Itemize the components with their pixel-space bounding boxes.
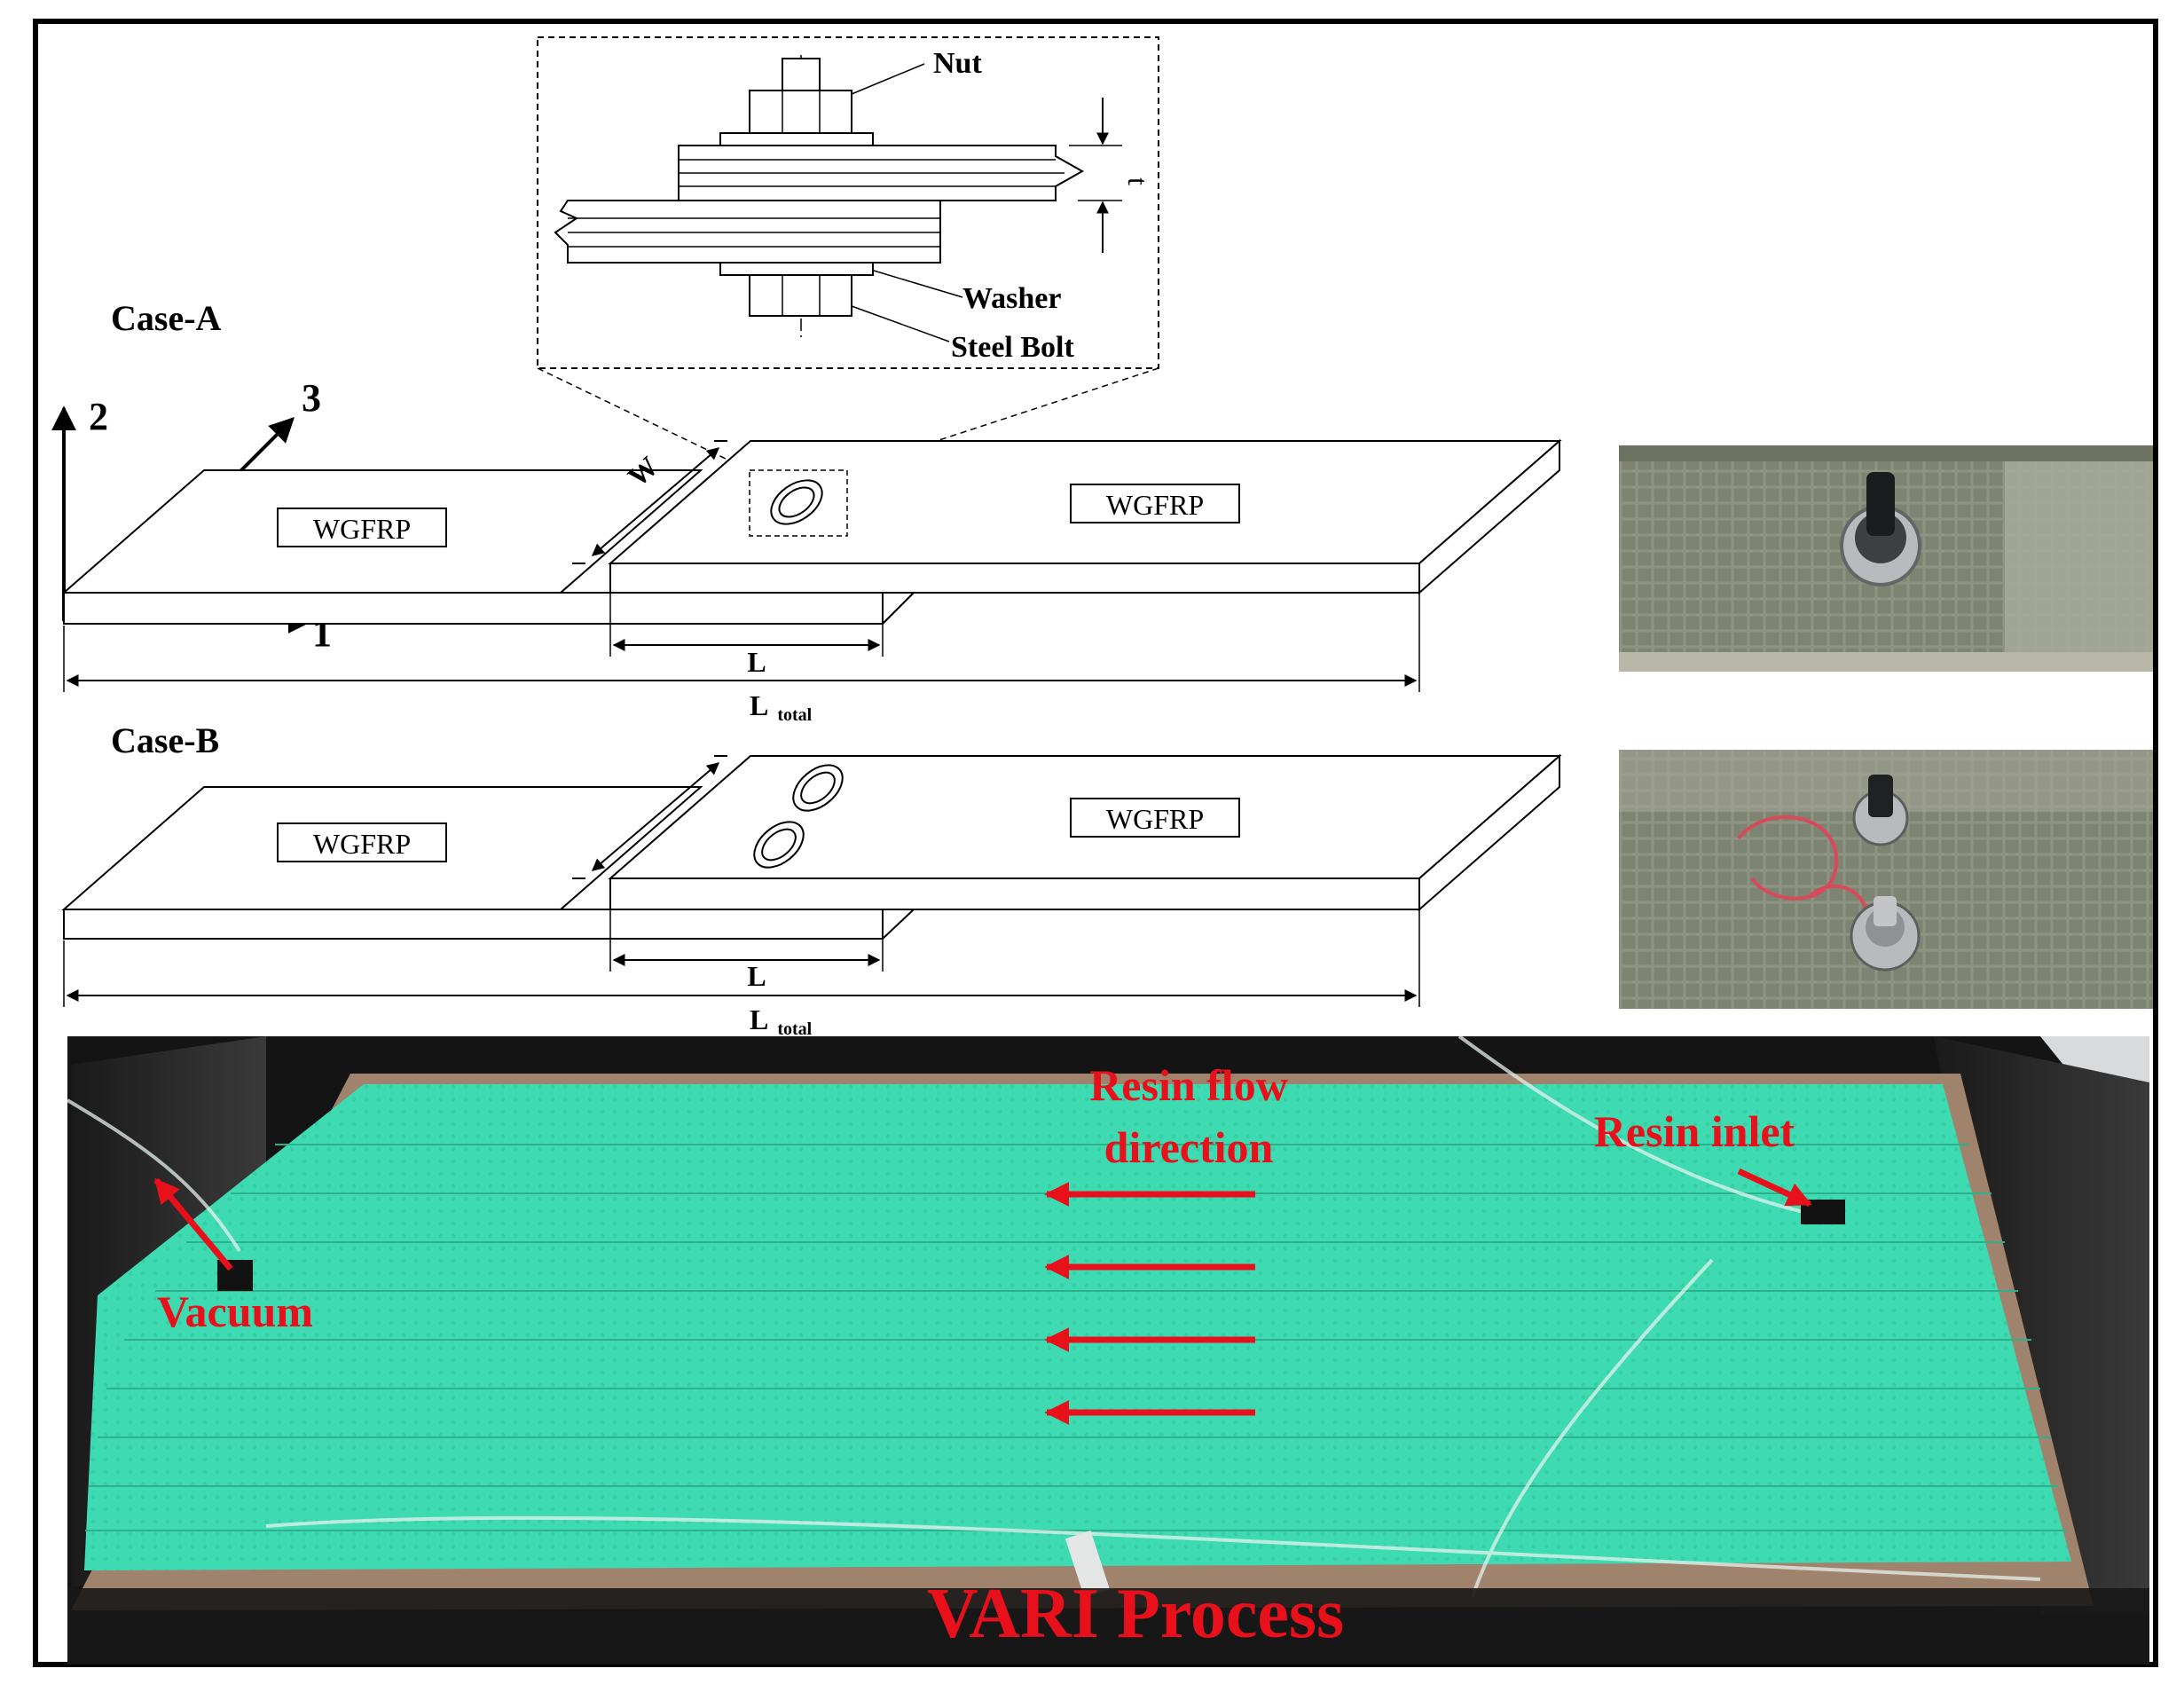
resin-panel [84, 1084, 2071, 1570]
case-b-overlap-label: L [747, 960, 766, 992]
case-b-right-plate: WGFRP [608, 753, 1562, 912]
vacuum-label: Vacuum [157, 1287, 313, 1336]
case-a-right-label: WGFRP [1106, 489, 1204, 521]
case-b-left-plate: WGFRP [61, 786, 915, 940]
case-b-total-subscript: total [777, 1019, 812, 1039]
resin-flow-line2: direction [1104, 1122, 1274, 1172]
axis-3-label: 3 [302, 376, 321, 420]
case-a-total-symbol: L [750, 689, 768, 721]
lower-plate-layers [554, 200, 941, 264]
case-a-title: Case-A [111, 298, 222, 338]
case-b-right-label: WGFRP [1106, 803, 1204, 835]
nut-label: Nut [933, 47, 982, 80]
case-a-bolt-hole [749, 469, 848, 537]
resin-inlet-label: Resin inlet [1594, 1106, 1795, 1156]
case-b-total-symbol: L [750, 1003, 768, 1035]
bolt-detail-inset: t Nut Washer Steel Bolt [537, 36, 1159, 471]
case-b-bolt-holes [753, 764, 844, 869]
vari-process-photo: Resin flow direction Resin inlet Vacuum … [66, 1035, 2149, 1664]
case-b-photo [1619, 750, 2153, 1009]
top-washer-shape [719, 132, 874, 146]
case-a-left-label: WGFRP [313, 513, 411, 545]
resin-inlet-arrow [1737, 1168, 1812, 1208]
case-b-left-label: WGFRP [313, 828, 411, 860]
nut-shape [749, 90, 852, 134]
upper-plate-layers [678, 145, 1085, 201]
resin-flow-line1: Resin flow [1089, 1060, 1288, 1110]
case-a-right-label-box [1070, 484, 1240, 523]
resin-flow-arrows [1044, 1182, 1255, 1425]
bottom-washer-shape [719, 262, 874, 276]
washer-label: Washer [962, 282, 1061, 315]
case-b-width-dimension [572, 755, 727, 879]
bolt-head-shape [749, 274, 852, 317]
case-a-left-label-box [277, 508, 447, 547]
case-a-right-plate: WGFRP [608, 438, 1562, 595]
case-b-right-label-box [1070, 798, 1240, 838]
vari-process-title: VARI Process [927, 1575, 1344, 1653]
case-a-total-subscript: total [777, 705, 812, 725]
vacuum-arrow [153, 1177, 233, 1271]
case-a-overlap-label: L [747, 646, 766, 678]
steel-bolt-label: Steel Bolt [951, 331, 1074, 364]
thickness-label: t [1122, 177, 1154, 185]
axis-2-label: 2 [89, 395, 108, 438]
case-a-photo [1619, 445, 2153, 672]
case-b-diagram: Case-B WGFRP WGFRP [61, 720, 1562, 1039]
thickness-dimension: t [1069, 98, 1154, 253]
case-b-left-label-box [277, 822, 447, 862]
case-a-left-plate: WGFRP [61, 469, 916, 625]
case-b-title: Case-B [111, 720, 219, 760]
